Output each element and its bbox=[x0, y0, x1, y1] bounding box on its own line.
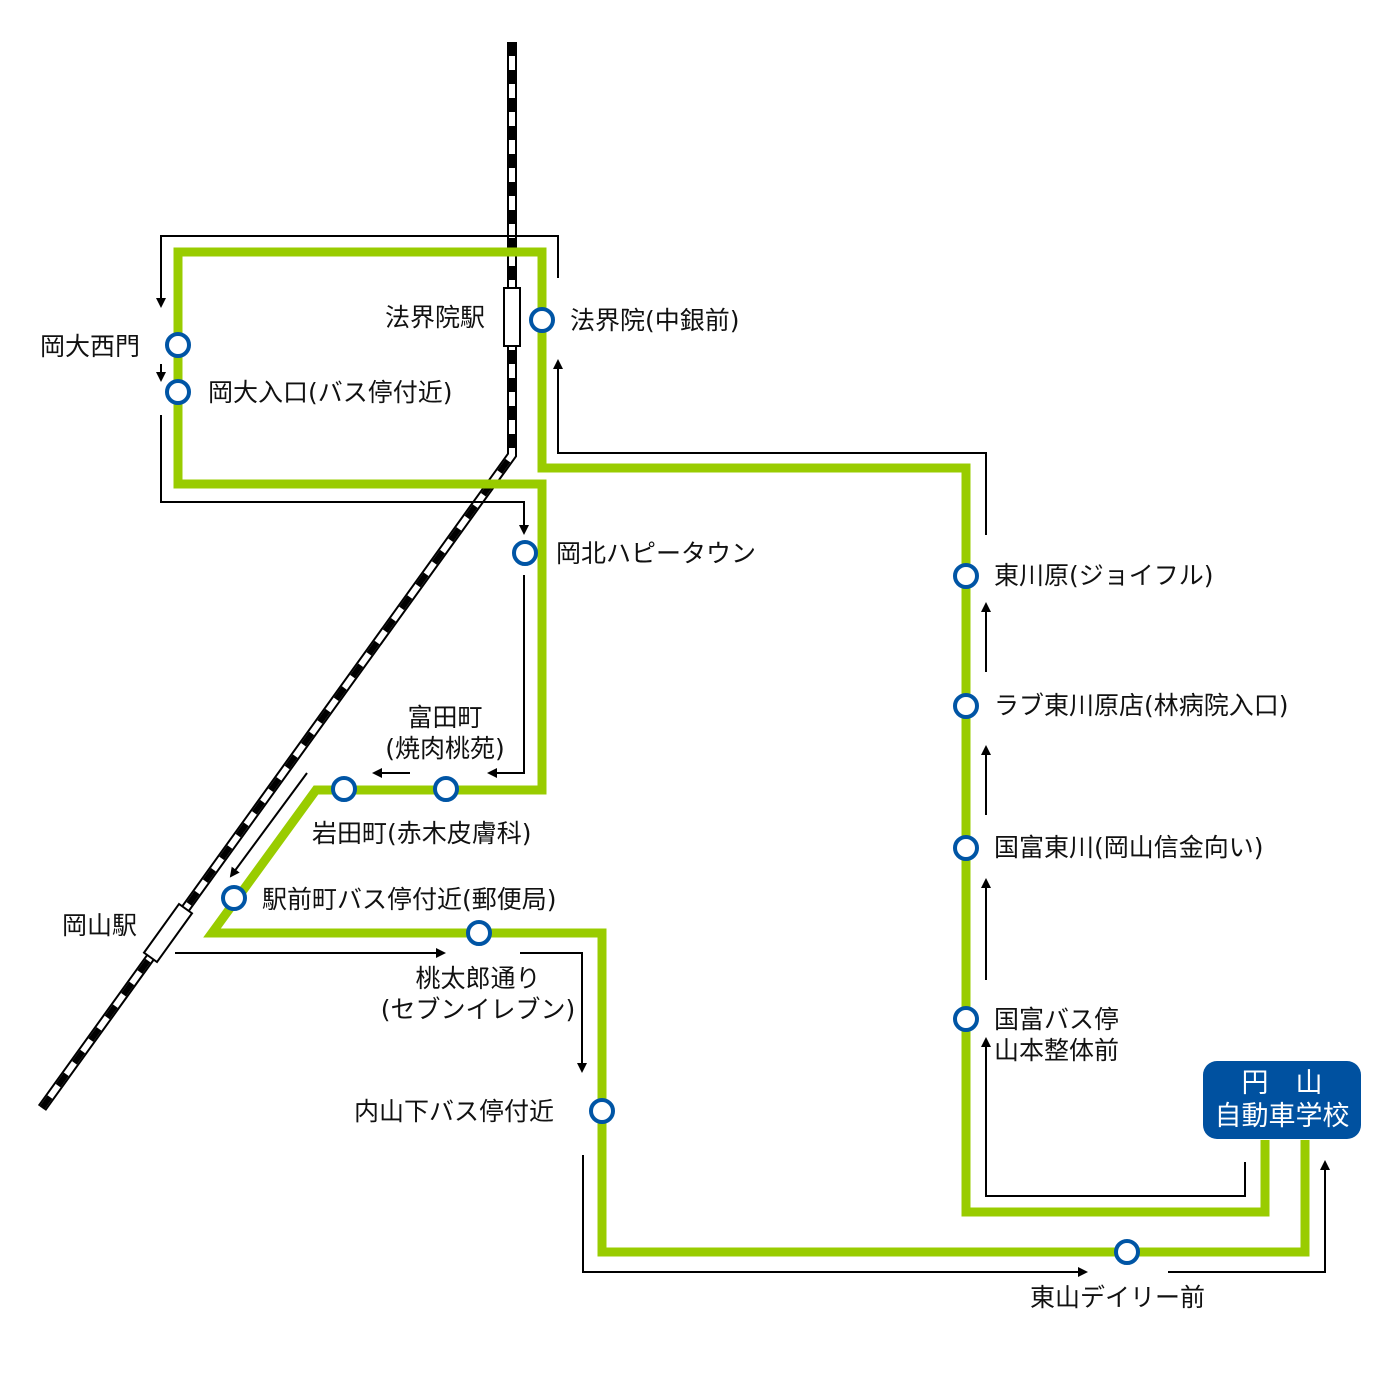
stop-hokaiin-chugin[interactable] bbox=[529, 307, 555, 333]
stop-label-kunitomi: 国富バス停 山本整体前 bbox=[994, 1004, 1119, 1066]
stop-label-ekimaecho: 駅前町バス停付近(郵便局) bbox=[262, 885, 557, 914]
stop-higashiyama[interactable] bbox=[1114, 1239, 1140, 1265]
stop-ekimaecho[interactable] bbox=[221, 885, 247, 911]
station-label-okayama: 岡山駅 bbox=[62, 911, 138, 940]
stop-label-uchisanka: 内山下バス停付近 bbox=[354, 1097, 555, 1126]
school-name-line2: 自動車学校 bbox=[1214, 1101, 1350, 1132]
stop-label-kunitomi-line2: 山本整体前 bbox=[994, 1036, 1120, 1065]
stop-okadai-iriguchi[interactable] bbox=[165, 379, 191, 405]
stop-label-kunitomi-higashikawa: 国富東川(岡山信金向い) bbox=[994, 833, 1264, 862]
stop-tomitacho[interactable] bbox=[433, 776, 459, 802]
okayama-station-marker bbox=[142, 902, 194, 964]
school-name-line1: 円 山 bbox=[1241, 1068, 1323, 1099]
stop-label-momotaro-line1: 桃太郎通り bbox=[415, 964, 541, 993]
stop-label-momotaro: 桃太郎通り (セブンイレブン) bbox=[378, 963, 578, 1025]
direction-arrows bbox=[156, 235, 1330, 1277]
stop-uchisanka[interactable] bbox=[589, 1098, 615, 1124]
stop-okadai-nishimon[interactable] bbox=[165, 332, 191, 358]
stop-label-okadai-iriguchi: 岡大入口(バス停付近) bbox=[208, 378, 453, 407]
stop-label-tomitacho-line1: 富田町 bbox=[407, 703, 483, 732]
hokaiin-station-marker bbox=[503, 287, 521, 347]
stop-okakita[interactable] bbox=[512, 540, 538, 566]
stop-momotaro[interactable] bbox=[466, 920, 492, 946]
stop-label-iwatacho: 岩田町(赤木皮膚科) bbox=[312, 819, 532, 848]
stop-kunitomi-higashikawa[interactable] bbox=[953, 835, 979, 861]
stop-label-hokaiin-chugin: 法界院(中銀前) bbox=[570, 306, 740, 335]
station-label-hokaiin: 法界院駅 bbox=[385, 303, 486, 332]
school-destination-box[interactable]: 円 山 自動車学校 bbox=[1203, 1061, 1361, 1139]
railway-line bbox=[37, 42, 521, 1111]
stop-kunitomi[interactable] bbox=[953, 1006, 979, 1032]
stop-label-okadai-nishimon: 岡大西門 bbox=[40, 332, 141, 361]
stop-iwatacho[interactable] bbox=[331, 776, 357, 802]
stop-label-okakita: 岡北ハピータウン bbox=[556, 539, 757, 568]
stop-label-kunitomi-line1: 国富バス停 bbox=[994, 1005, 1120, 1034]
stop-label-higashiyama: 東山デイリー前 bbox=[1030, 1283, 1206, 1312]
stop-love[interactable] bbox=[953, 693, 979, 719]
stop-label-love: ラブ東川原店(林病院入口) bbox=[994, 691, 1289, 720]
stop-higashikawara[interactable] bbox=[953, 563, 979, 589]
stop-label-tomitacho: 富田町 (焼肉桃苑) bbox=[370, 702, 520, 764]
stop-label-tomitacho-line2: (焼肉桃苑) bbox=[385, 734, 505, 763]
stop-label-higashikawara: 東川原(ジョイフル) bbox=[994, 561, 1214, 590]
stop-label-momotaro-line2: (セブンイレブン) bbox=[380, 995, 576, 1024]
